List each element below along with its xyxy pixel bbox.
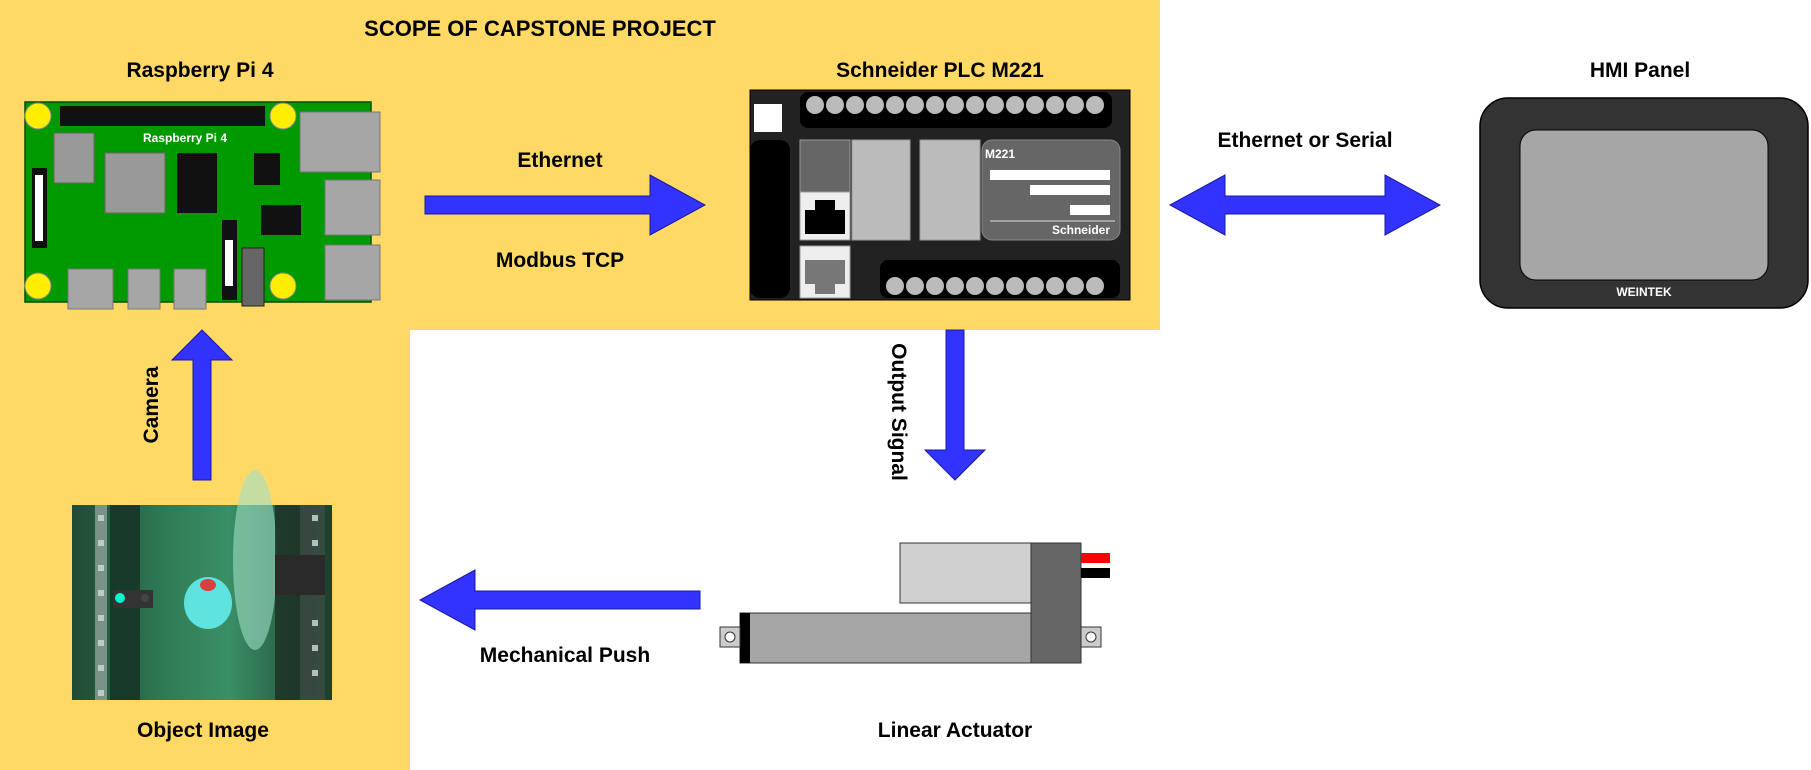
- plc-model-label: M221: [985, 147, 1015, 161]
- raspberry-pi-title: Raspberry Pi 4: [126, 59, 273, 82]
- object-image-photo: [72, 470, 332, 700]
- object-image-title: Object Image: [137, 719, 269, 742]
- linear-actuator-title: Linear Actuator: [878, 719, 1032, 742]
- hmi-title: HMI Panel: [1590, 59, 1690, 82]
- plc-hmi-bidirectional-arrow: [1168, 174, 1442, 236]
- scope-title: SCOPE OF CAPSTONE PROJECT: [364, 16, 716, 41]
- plc-device-icon: M221 Schneider: [749, 89, 1131, 301]
- raspberry-pi-board-label: Raspberry Pi 4: [143, 131, 227, 145]
- actuator-to-object-label: Mechanical Push: [480, 644, 650, 667]
- linear-actuator-icon: [719, 542, 1110, 664]
- pi-to-plc-arrow: [424, 174, 707, 236]
- plc-to-actuator-arrow: [923, 329, 987, 481]
- hmi-panel-icon: WEINTEK: [1479, 97, 1809, 309]
- raspberry-pi-board-icon: Raspberry Pi 4: [24, 101, 381, 310]
- actuator-to-object-arrow: [418, 569, 701, 631]
- plc-to-actuator-label: Output Signal: [887, 343, 910, 481]
- plc-brand-label: Schneider: [1052, 223, 1110, 237]
- pi-to-plc-label-top: Ethernet: [517, 149, 602, 172]
- pi-to-plc-label-bottom: Modbus TCP: [496, 249, 624, 272]
- plc-title: Schneider PLC M221: [836, 59, 1044, 82]
- plc-hmi-label: Ethernet or Serial: [1217, 129, 1392, 152]
- hmi-brand-label: WEINTEK: [1616, 285, 1672, 299]
- object-to-pi-arrow: [170, 329, 234, 481]
- object-to-pi-label: Camera: [140, 366, 163, 443]
